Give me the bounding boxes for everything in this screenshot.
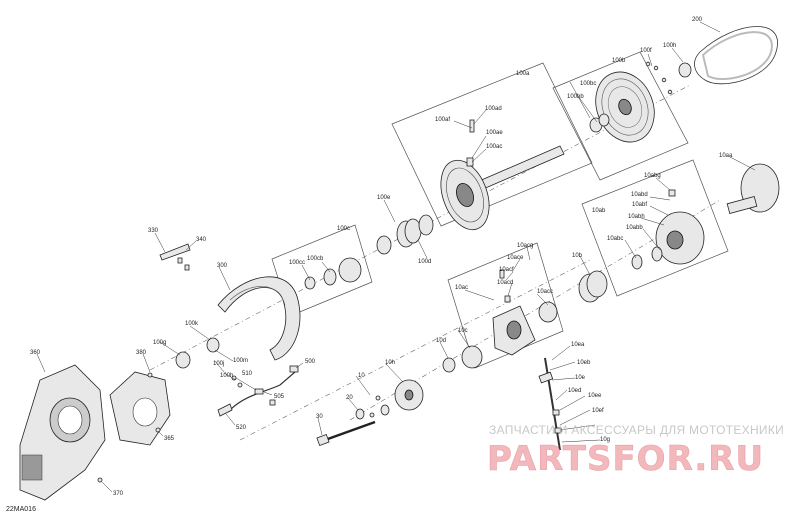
label-30: 30: [316, 414, 323, 420]
label-340: 340: [196, 237, 207, 243]
label-100f: 100f: [640, 48, 652, 54]
main-spring: [578, 270, 608, 303]
label-20: 20: [346, 395, 353, 401]
label-100b: 100b: [612, 58, 626, 64]
label-505: 505: [274, 394, 285, 400]
label-370: 370: [113, 491, 124, 497]
label-100cc: 100cc: [289, 260, 305, 266]
belt-guard: [217, 276, 301, 361]
label-100m: 100m: [233, 358, 248, 364]
label-10d: 10d: [436, 338, 446, 344]
label-10e: 10e: [575, 375, 586, 381]
label-100cb: 100cb: [307, 256, 324, 262]
label-365: 365: [164, 436, 175, 442]
label-10aa: 10aa: [719, 153, 733, 159]
label-100h-lower: 100h: [220, 373, 233, 379]
inner-cover: [109, 371, 171, 446]
cover-plate: [726, 163, 780, 214]
label-10ef: 10ef: [592, 408, 604, 414]
box-100b: [552, 51, 689, 181]
label-10abd: 10abd: [631, 192, 648, 198]
linkage-rod: [538, 357, 562, 451]
label-520: 520: [236, 425, 247, 431]
label-10acf: 10acf: [499, 267, 514, 273]
label-10eb: 10eb: [577, 360, 591, 366]
drive-belt: [694, 26, 778, 85]
label-100bb: 100bb: [567, 94, 584, 100]
label-10acc: 10acc: [537, 289, 553, 295]
sensor-harness: [217, 365, 299, 417]
label-100d: 100d: [418, 259, 431, 265]
label-100bc: 100bc: [580, 81, 596, 87]
label-10abc: 10abc: [607, 236, 623, 242]
movable-sheave-hub: [492, 269, 558, 356]
bearing-rings: [442, 345, 483, 373]
watermark-brand: PARTSFOR.RU: [487, 439, 764, 479]
box-100a: [391, 62, 593, 227]
diagram-code: 22MA016: [6, 506, 36, 513]
label-10: 10: [358, 373, 365, 379]
label-10acg: 10acg: [517, 243, 533, 249]
box-10ac: [447, 242, 564, 369]
label-100c: 100c: [337, 226, 350, 232]
label-200: 200: [692, 17, 703, 23]
label-10c: 10c: [458, 328, 468, 334]
leader-lines: [36, 21, 756, 493]
label-10abb: 10abb: [626, 225, 643, 231]
label-100e: 100e: [377, 195, 391, 201]
label-300: 300: [217, 263, 228, 269]
label-330: 330: [148, 228, 159, 234]
springs-and-rings: [304, 214, 434, 290]
label-10g: 10g: [600, 437, 610, 443]
label-100af: 100af: [435, 117, 450, 123]
label-100ad: 100ad: [485, 106, 502, 112]
label-10acd: 10acd: [497, 280, 513, 286]
label-360: 360: [30, 350, 41, 356]
spider-assembly: [631, 189, 705, 270]
label-10h: 10h: [385, 360, 395, 366]
bracket: [159, 243, 191, 271]
label-10abg: 10abg: [644, 173, 661, 179]
watermark-tagline: ЗАПЧАСТИ И АКСЕССУАРЫ ДЛЯ МОТОТЕХНИКИ: [489, 423, 784, 437]
label-100j: 100j: [213, 361, 224, 367]
label-510: 510: [242, 371, 253, 377]
label-10ace: 10ace: [507, 255, 524, 261]
label-100k: 100k: [185, 321, 199, 327]
box-10ab: [581, 159, 729, 297]
group-boxes: [271, 51, 729, 369]
label-10ab: 10ab: [592, 208, 606, 214]
label-100h: 100h: [663, 43, 676, 49]
label-100g: 100g: [153, 340, 166, 346]
center-bolt: [316, 420, 376, 446]
label-10ac: 10ac: [455, 285, 468, 291]
engine-housing: [19, 364, 106, 501]
fasteners: [97, 61, 673, 483]
center-lines: [149, 84, 721, 441]
label-380: 380: [136, 350, 147, 356]
label-10b: 10b: [572, 253, 583, 259]
label-10abf: 10abf: [632, 202, 647, 208]
label-10ee: 10ee: [588, 393, 602, 399]
label-100a: 100a: [516, 71, 530, 77]
drive-pulley-shaft: [440, 119, 565, 231]
small-gear: [175, 337, 220, 369]
label-10abh: 10abh: [628, 214, 645, 220]
fixed-sheave: [589, 62, 692, 143]
label-100ae: 100ae: [486, 130, 503, 136]
part-labels: 200 100h 100f 100b 100a 100bc 100bb 100a…: [30, 17, 733, 497]
watermark: ЗАПЧАСТИ И АКСЕССУАРЫ ДЛЯ МОТОТЕХНИКИ PA…: [487, 423, 784, 479]
hub-disc: [355, 379, 424, 420]
label-10ed: 10ed: [568, 388, 581, 394]
label-500: 500: [305, 359, 316, 365]
label-100ac: 100ac: [486, 144, 502, 150]
label-10ea: 10ea: [571, 342, 585, 348]
